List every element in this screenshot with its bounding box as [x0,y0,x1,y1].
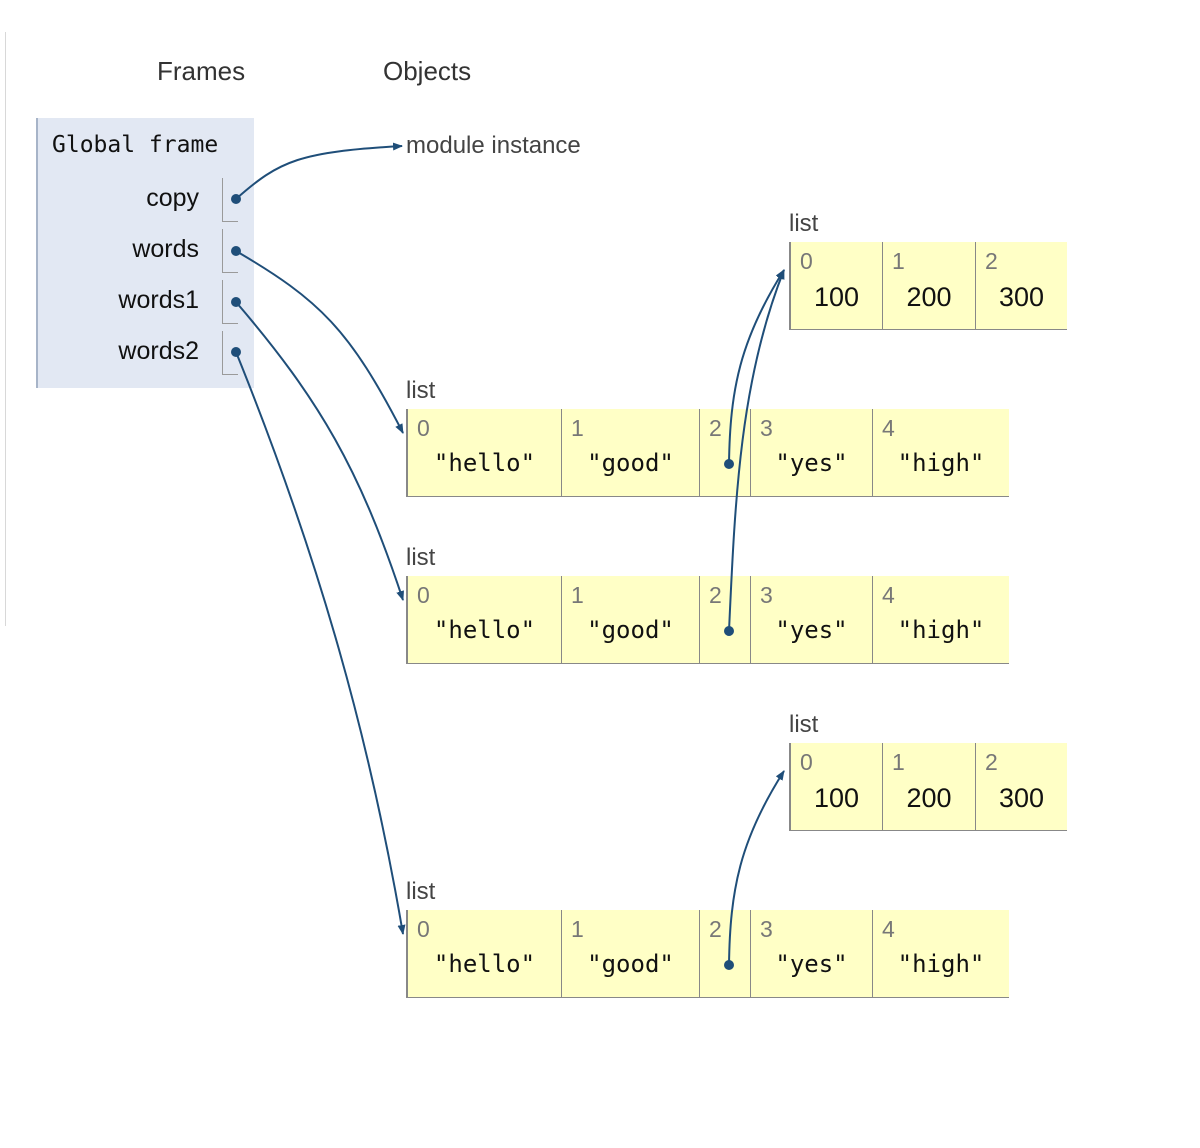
list-value: "high" [897,616,985,644]
list-value: "good" [587,616,674,644]
list-cell: 3 "yes" [750,409,872,497]
list-cell: 4 "high" [872,910,1009,998]
global-frame: Global frame copy words words1 words2 [36,118,254,388]
list-label: list [789,210,819,237]
list-value: "yes" [775,449,848,477]
list-value: "high" [897,950,985,978]
list-cell: 2 300 [975,743,1067,831]
list-label: list [406,878,436,905]
arrow-words2-to-list [235,351,406,935]
list-object-nums-a[interactable]: 0 100 1 200 2 300 [789,242,1067,330]
list-index: 2 [985,248,998,274]
list-cell: 0 "hello" [406,910,561,998]
arrow-copy-to-module [235,142,403,200]
list-cell: 1 "good" [561,576,699,664]
list-cell: 3 "yes" [750,910,872,998]
list-value: "good" [587,449,674,477]
list-index: 4 [882,916,895,942]
list-cell: 4 "high" [872,576,1009,664]
list-cell-pointer: 2 [699,910,750,998]
list-value: "hello" [433,616,536,644]
list-index: 1 [892,248,905,274]
list-value: "hello" [433,950,536,978]
list-cell: 4 "high" [872,409,1009,497]
list-cell: 2 300 [975,242,1067,330]
list-index: 1 [571,916,584,942]
list-cell: 0 100 [789,242,882,330]
variable-slot-words[interactable] [222,229,238,273]
list-value: "yes" [775,616,848,644]
variable-name-copy: copy [146,184,199,212]
list-index: 1 [892,749,905,775]
left-divider [5,32,6,626]
list-cell: 1 "good" [561,910,699,998]
list-cell: 1 "good" [561,409,699,497]
variable-slot-words2[interactable] [222,331,238,375]
list-index: 2 [709,916,722,942]
list-cell: 1 200 [882,743,975,831]
list-cell-pointer: 2 [699,409,750,497]
list-index: 4 [882,582,895,608]
list-index: 0 [800,749,813,775]
arrow-words1-to-list [235,301,404,601]
list-cell: 3 "yes" [750,576,872,664]
objects-header: Objects [383,56,472,86]
variable-name-words1: words1 [118,286,199,314]
list-index: 3 [760,582,773,608]
list-value: 100 [813,282,860,312]
list-object-words1[interactable]: 0 "hello" 1 "good" 2 3 "yes" 4 "high" [406,576,1009,664]
list-index: 4 [882,415,895,441]
module-instance-label: module instance [406,132,581,159]
variable-slot-copy[interactable] [222,178,238,222]
global-frame-title: Global frame [52,132,219,158]
list-cell-pointer: 2 [699,576,750,664]
list-label: list [789,711,819,738]
list-index: 2 [709,415,722,441]
list-index: 2 [985,749,998,775]
list-object-words[interactable]: 0 "hello" 1 "good" 2 3 "yes" 4 "high" [406,409,1009,497]
arrow-words-to-list [235,250,404,434]
list-value: 300 [998,783,1045,813]
list-index: 0 [417,415,430,441]
variable-name-words: words [132,235,199,263]
list-index: 0 [417,582,430,608]
list-cell: 0 "hello" [406,409,561,497]
list-cell: 0 100 [789,743,882,831]
list-index: 1 [571,415,584,441]
variable-slot-words1[interactable] [222,280,238,324]
list-value: "good" [587,950,674,978]
list-value: "yes" [775,950,848,978]
list-index: 3 [760,415,773,441]
list-value: 200 [906,783,952,813]
list-value: 200 [906,282,952,312]
list-index: 3 [760,916,773,942]
list-index: 2 [709,582,722,608]
list-label: list [406,377,436,404]
list-index: 1 [571,582,584,608]
list-cell: 1 200 [882,242,975,330]
list-object-words2[interactable]: 0 "hello" 1 "good" 2 3 "yes" 4 "high" [406,910,1009,998]
list-value: 300 [998,282,1045,312]
list-index: 0 [417,916,430,942]
frames-header: Frames [157,56,246,86]
list-value: "high" [897,449,985,477]
list-cell: 0 "hello" [406,576,561,664]
list-value: "hello" [433,449,536,477]
list-label: list [406,544,436,571]
variable-name-words2: words2 [118,337,199,365]
list-index: 0 [800,248,813,274]
list-object-nums-b[interactable]: 0 100 1 200 2 300 [789,743,1067,831]
list-value: 100 [813,783,860,813]
